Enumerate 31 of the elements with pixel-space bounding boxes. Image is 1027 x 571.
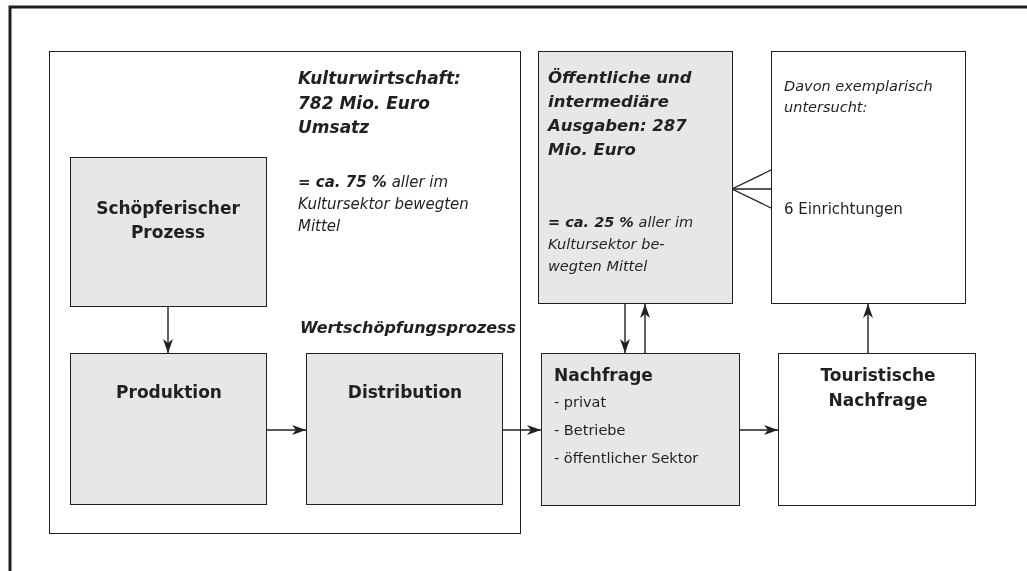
- list-item: - privat: [554, 393, 608, 412]
- box-label: Produktion: [115, 380, 223, 404]
- arrow: [620, 303, 630, 354]
- process-box: [305, 352, 503, 505]
- box-label: Distribution: [346, 380, 464, 404]
- count-text: 6 Einrichtungen: [784, 199, 904, 220]
- process-box: [541, 353, 740, 506]
- note-text: Davon exemplarisch untersucht:: [784, 77, 934, 117]
- arrow: [502, 425, 542, 435]
- crows-foot-connector: [731, 169, 772, 209]
- process-box: [778, 353, 976, 506]
- process-box: [538, 51, 733, 304]
- process-box: [69, 156, 267, 307]
- note-text: = ca. 25 % aller im Kultursektor be- wegten Mittel: [548, 213, 695, 276]
- list-item: - Betriebe: [554, 421, 627, 440]
- group-frame: [49, 51, 521, 534]
- arrow: [163, 306, 173, 354]
- arrow: [640, 303, 650, 354]
- box-label: Touristische Nachfrage: [819, 364, 937, 412]
- box-label: Schöpferischer Prozess: [95, 196, 241, 245]
- box-label: Nachfrage: [554, 364, 654, 387]
- note-text: = ca. 75 % aller im Kultursektor bewegten Mittel: [298, 172, 470, 237]
- arrow: [863, 303, 873, 354]
- arrow: [739, 425, 779, 435]
- info-box: [771, 51, 966, 304]
- heading-text: Kulturwirtschaft: 782 Mio. Euro Umsatz: [298, 67, 462, 140]
- group-label: Wertschöpfungsprozess: [300, 317, 516, 339]
- heading-text: Öffentliche und intermediäre Ausgaben: 287 Mio. Euro: [548, 67, 693, 161]
- process-box: [69, 352, 267, 505]
- arrow: [266, 425, 307, 435]
- list-item: - öffentlicher Sektor: [554, 449, 700, 468]
